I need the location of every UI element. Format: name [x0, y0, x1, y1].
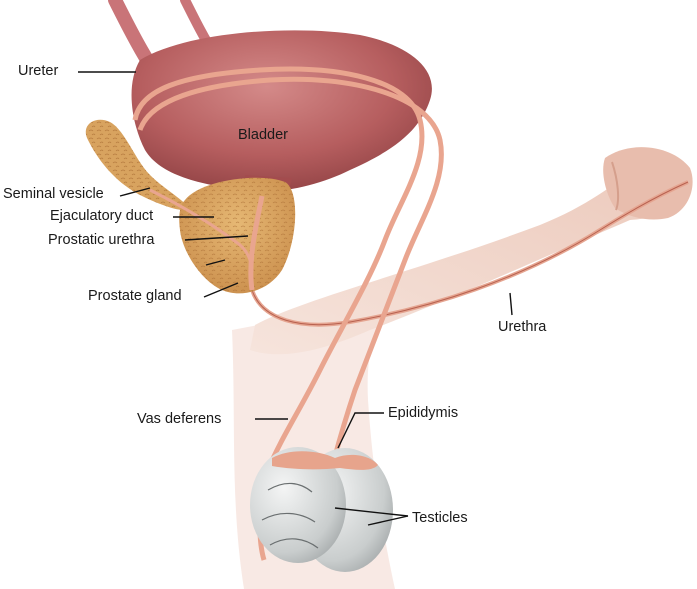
label-bladder: Bladder: [238, 128, 288, 143]
label-vas-deferens: Vas deferens: [137, 412, 221, 427]
label-ejaculatory-duct: Ejaculatory duct: [50, 209, 153, 224]
label-testicles: Testicles: [412, 511, 468, 526]
label-prostatic-urethra: Prostatic urethra: [48, 233, 154, 248]
label-prostate-gland: Prostate gland: [88, 289, 182, 304]
label-ureter: Ureter: [18, 64, 58, 79]
bladder-shape: [132, 30, 432, 191]
label-urethra: Urethra: [498, 320, 546, 335]
label-epididymis: Epididymis: [388, 406, 458, 421]
label-seminal-vesicle: Seminal vesicle: [3, 187, 104, 202]
